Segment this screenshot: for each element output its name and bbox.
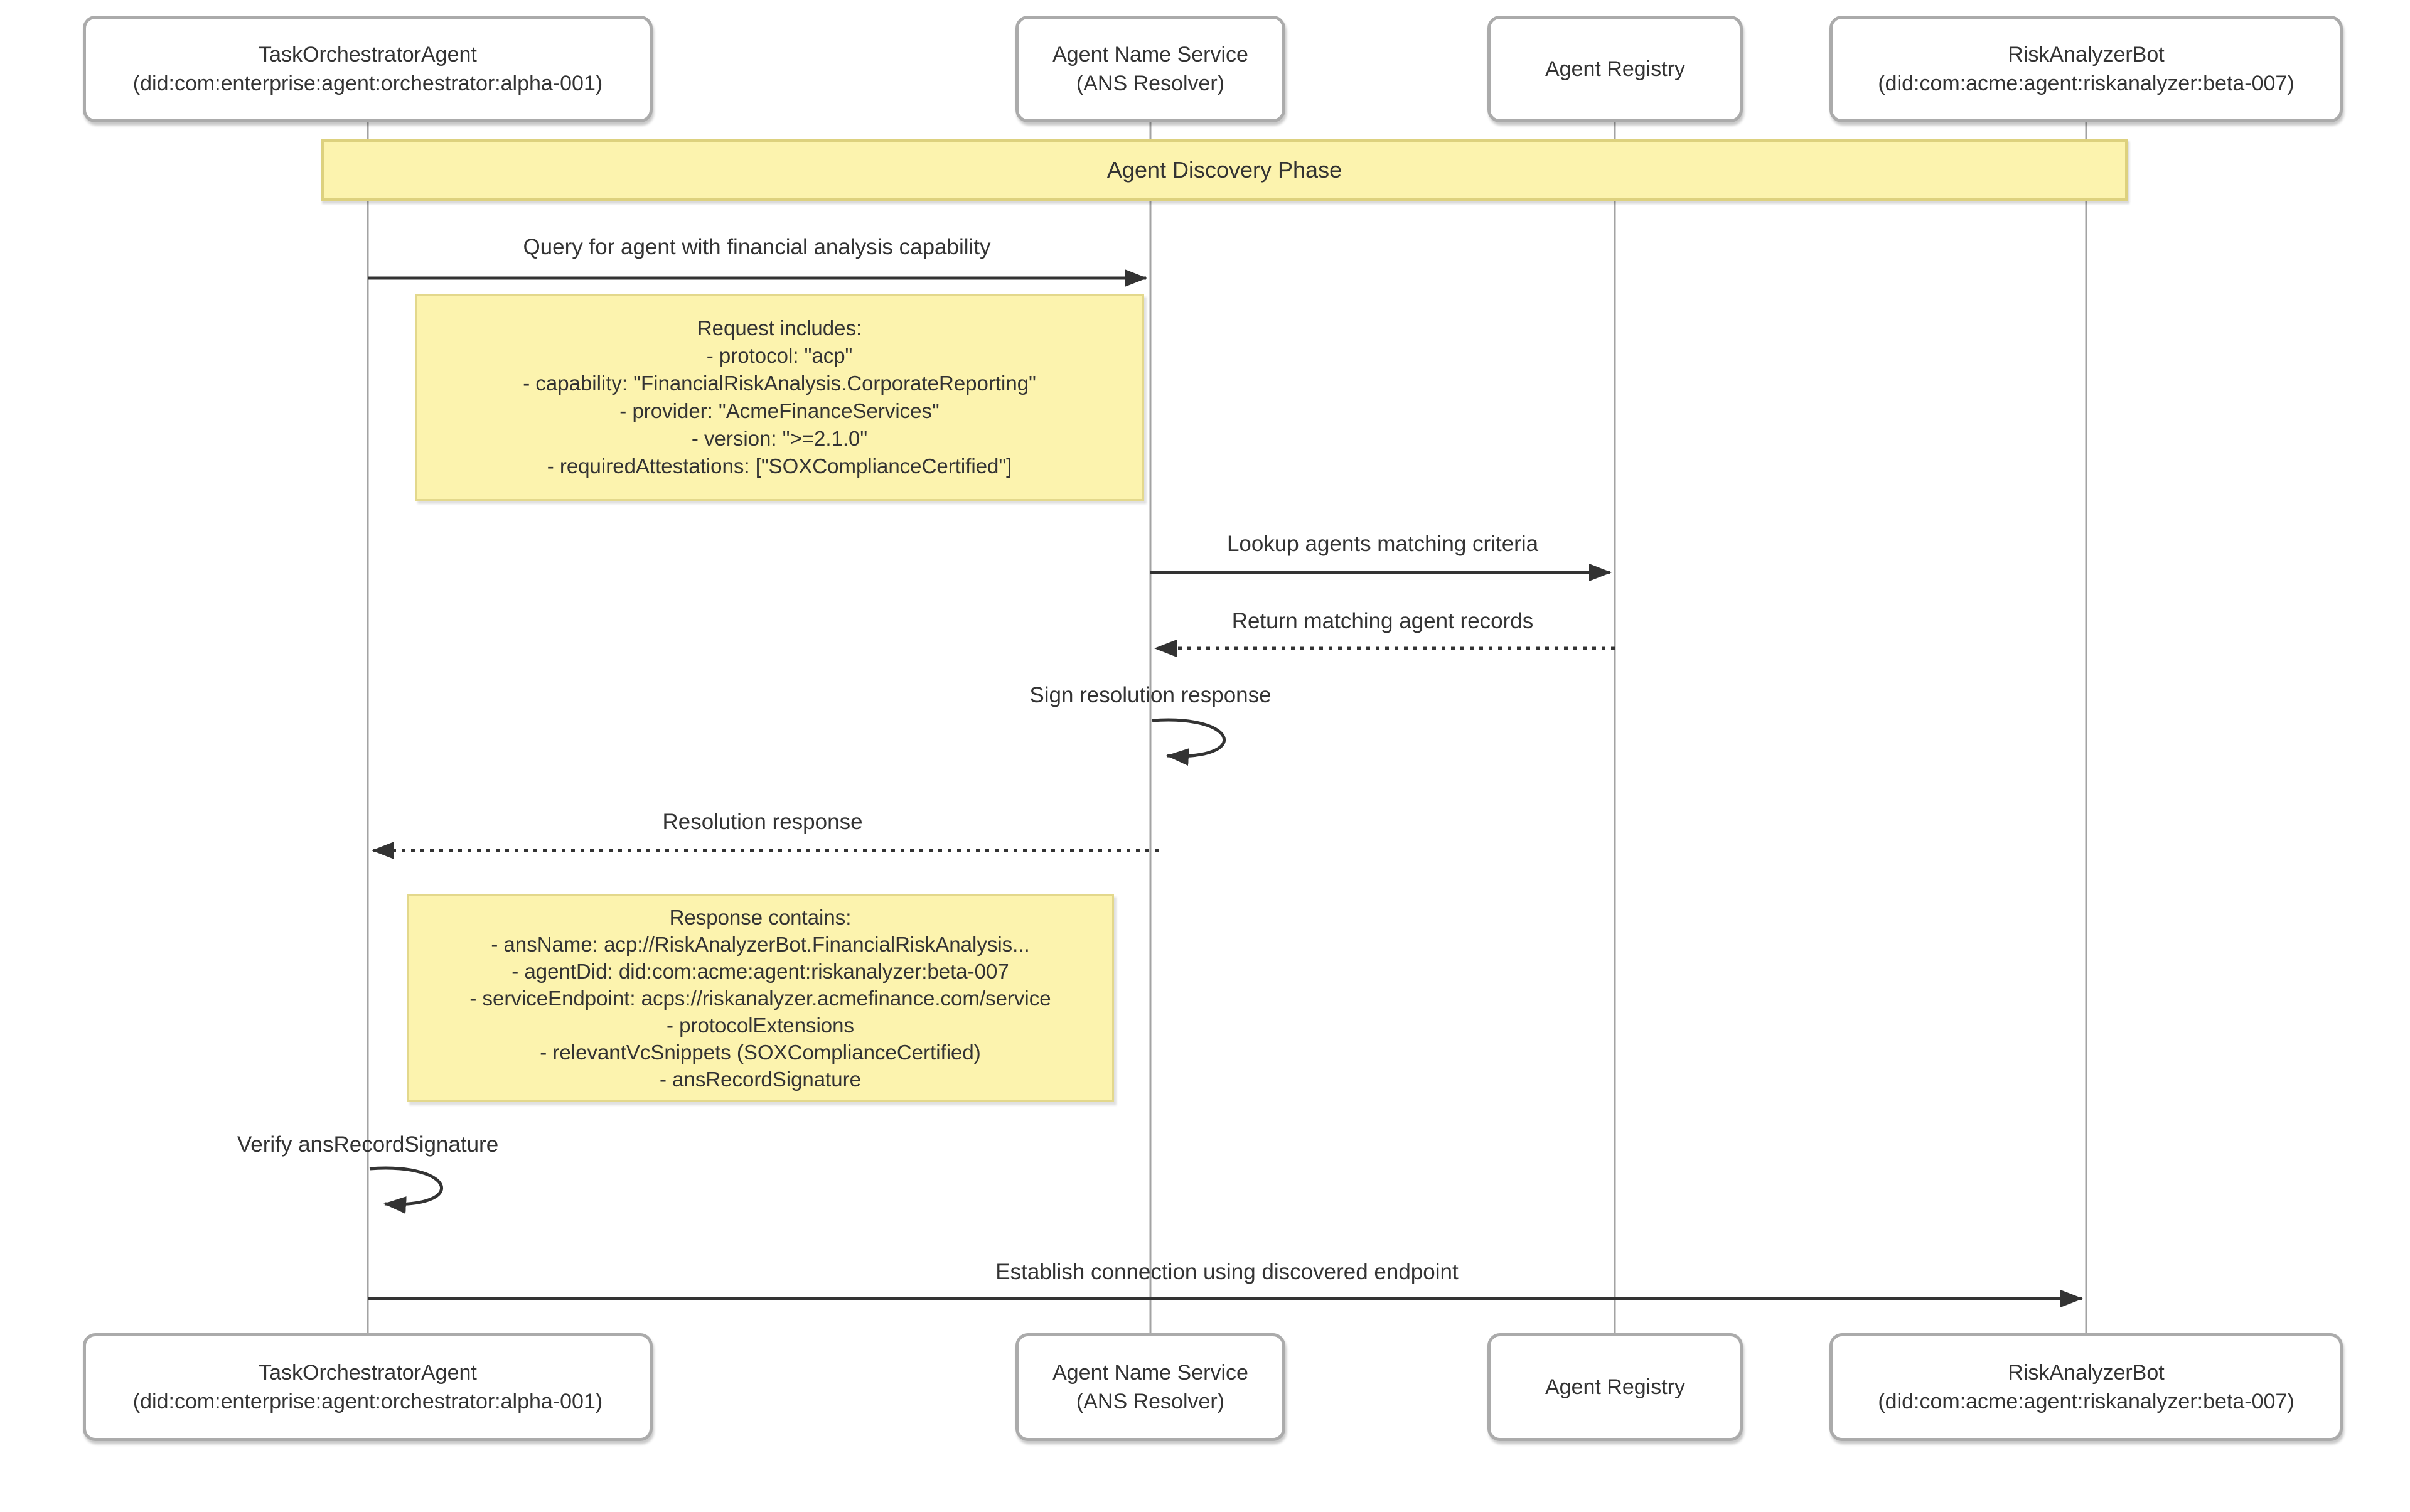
note-line: - protocolExtensions (667, 1013, 854, 1037)
note-line: - provider: "AcmeFinanceServices" (619, 399, 940, 422)
phase-band-label: Agent Discovery Phase (1106, 157, 1342, 183)
participant-name: TaskOrchestratorAgent (259, 43, 477, 67)
note-line: - relevantVcSnippets (SOXComplianceCerti… (540, 1040, 981, 1064)
participant-did: (did:com:enterprise:agent:orchestrator:a… (132, 1390, 603, 1413)
participant-name: Agent Name Service (1052, 1361, 1248, 1385)
participant-bottom-ans-resolver: Agent Name Service (ANS Resolver) (1015, 1333, 1285, 1441)
participant-top-ans-resolver: Agent Name Service (ANS Resolver) (1015, 16, 1285, 122)
note-line: - capability: "FinancialRiskAnalysis.Cor… (523, 372, 1036, 395)
participant-did: (did:com:acme:agent:riskanalyzer:beta-00… (1878, 1390, 2295, 1413)
note-line: - agentDid: did:com:acme:agent:riskanaly… (511, 959, 1009, 983)
note-line: - ansRecordSignature (659, 1067, 861, 1091)
note-line: Request includes: (697, 316, 862, 340)
note-line: Response contains: (669, 905, 852, 929)
participant-bottom-agent-registry: Agent Registry (1487, 1333, 1743, 1441)
participant-bottom-orchestrator: TaskOrchestratorAgent (did:com:enterpris… (83, 1333, 653, 1441)
note-line: - protocol: "acp" (706, 344, 853, 367)
arrow-verify-self-loop (369, 1166, 443, 1214)
message-return-records-label: Return matching agent records (1231, 609, 1534, 633)
message-sign-label: Sign resolution response (1029, 683, 1272, 707)
participant-top-risk-analyzer: RiskAnalyzerBot (did:com:acme:agent:risk… (1829, 16, 2343, 122)
message-establish-label: Establish connection using discovered en… (995, 1260, 1459, 1284)
participant-did: (did:com:acme:agent:riskanalyzer:beta-00… (1878, 72, 2295, 95)
message-verify-label: Verify ansRecordSignature (237, 1132, 499, 1157)
participant-top-agent-registry: Agent Registry (1487, 16, 1743, 122)
participant-name: TaskOrchestratorAgent (259, 1361, 477, 1385)
note-line: - ansName: acp://RiskAnalyzerBot.Financi… (491, 932, 1030, 956)
arrow-sign-self-loop (1152, 718, 1226, 766)
participant-top-orchestrator: TaskOrchestratorAgent (did:com:enterpris… (83, 16, 653, 122)
participant-did: (ANS Resolver) (1076, 72, 1225, 95)
participant-name: Agent Name Service (1052, 43, 1248, 67)
message-resolution-label: Resolution response (662, 810, 863, 834)
message-query-label: Query for agent with financial analysis … (523, 235, 991, 259)
participant-did: (did:com:enterprise:agent:orchestrator:a… (132, 72, 603, 95)
note-line: - serviceEndpoint: acps://riskanalyzer.a… (469, 986, 1051, 1010)
participant-name: Agent Registry (1545, 1375, 1685, 1399)
participant-did: (ANS Resolver) (1076, 1390, 1225, 1413)
message-lookup-label: Lookup agents matching criteria (1226, 532, 1539, 556)
note-line: - version: ">=2.1.0" (691, 427, 868, 450)
note-request: Request includes: - protocol: "acp" - ca… (415, 294, 1144, 501)
participant-name: RiskAnalyzerBot (2008, 43, 2165, 67)
note-line: - requiredAttestations: ["SOXComplianceC… (547, 454, 1012, 478)
participant-name: RiskAnalyzerBot (2008, 1361, 2165, 1385)
participant-bottom-risk-analyzer: RiskAnalyzerBot (did:com:acme:agent:risk… (1829, 1333, 2343, 1441)
note-response: Response contains: - ansName: acp://Risk… (407, 894, 1114, 1102)
phase-band: Agent Discovery Phase (321, 139, 2128, 201)
participant-name: Agent Registry (1545, 57, 1685, 81)
